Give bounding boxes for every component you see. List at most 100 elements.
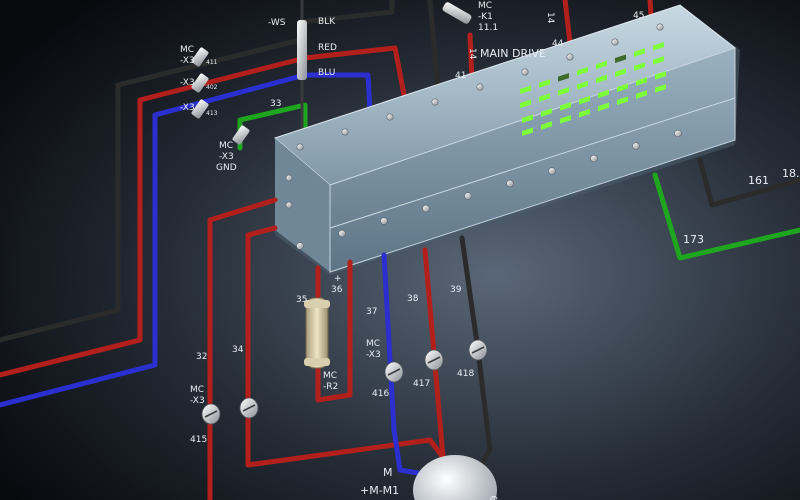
label-173: 173 — [683, 233, 704, 246]
label-gnd-x3: -X3 — [219, 152, 234, 162]
label-main-drive: MAIN DRIVE — [480, 47, 546, 60]
label-411: 411 — [206, 59, 218, 66]
label-38: 38 — [407, 294, 419, 304]
led-indicator — [615, 68, 626, 78]
terminal-screw — [548, 167, 556, 175]
label-39: 39 — [450, 285, 462, 295]
wire-37 — [381, 252, 433, 478]
led-indicator — [655, 71, 666, 80]
label-35: 35 — [296, 295, 307, 305]
module-edge-line — [329, 97, 736, 229]
led-indicator — [596, 74, 607, 84]
label-33: 33 — [270, 99, 281, 109]
terminal-screw — [521, 68, 529, 76]
label-45: 45 — [633, 11, 644, 21]
wire-39 — [459, 235, 493, 473]
led-indicator — [558, 87, 569, 96]
label-37: 37 — [366, 307, 377, 317]
led-indicator — [541, 121, 552, 130]
terminal-screw — [296, 143, 304, 151]
label-ws: -WS — [268, 18, 286, 28]
left-connectors — [191, 2, 472, 145]
led-indicator — [653, 42, 664, 51]
led-indicator — [634, 48, 645, 57]
label-blu: BLU — [318, 68, 335, 78]
label-418: 418 — [457, 369, 474, 379]
label-14b: 14 — [545, 12, 555, 24]
led-indicator — [577, 66, 588, 76]
led-indicator — [522, 127, 533, 137]
terminal-screw — [296, 242, 304, 250]
terminal-screw — [285, 174, 293, 182]
label-plus: + — [334, 274, 342, 284]
label-161: 161 — [748, 174, 769, 187]
wire-blue-left — [0, 72, 373, 408]
terminal-clips — [201, 339, 488, 425]
label-413: 413 — [206, 110, 218, 117]
terminal-screw — [341, 128, 349, 136]
label-mid-mc: MC — [366, 339, 380, 349]
led-indicator — [579, 95, 590, 105]
label-k1-val: 11.1 — [478, 23, 498, 33]
terminal-screw — [464, 192, 472, 200]
led-indicator — [636, 77, 647, 86]
wire-clip — [424, 349, 444, 371]
label-mc-a: MC — [180, 45, 194, 55]
label-417: 417 — [413, 379, 430, 389]
wire-34 — [245, 225, 448, 468]
label-34: 34 — [232, 345, 244, 355]
wire-red-left — [0, 45, 408, 378]
terminal-screw — [632, 142, 640, 150]
led-indicator — [520, 99, 531, 109]
motor-m1 — [413, 455, 497, 500]
led-indicator — [560, 115, 571, 124]
led-indicator — [522, 114, 533, 124]
led-indicator — [634, 62, 645, 71]
module-side-face — [275, 138, 330, 272]
wire-clip — [239, 397, 259, 419]
label-r2: -R2 — [323, 382, 338, 392]
led-indicator — [596, 60, 607, 70]
led-indicator — [598, 89, 609, 99]
label-motor-m: M — [383, 466, 393, 479]
resistor-body — [305, 297, 329, 369]
k1-switch — [442, 2, 472, 24]
label-44: 44 — [552, 39, 564, 49]
led-indicator — [615, 54, 626, 64]
connector-402 — [191, 73, 209, 93]
connector-411 — [191, 47, 209, 67]
control-module — [273, 4, 740, 275]
clip-slot — [204, 410, 218, 418]
led-indicator — [617, 96, 628, 106]
label-32: 32 — [196, 352, 207, 362]
resistor-r2 — [304, 297, 330, 369]
led-indicator — [558, 73, 569, 82]
wire-173 — [652, 172, 800, 261]
terminal-screw — [386, 113, 394, 121]
led-indicator — [539, 93, 550, 102]
led-indicator — [520, 85, 531, 95]
label-left-mc: MC — [190, 385, 204, 395]
terminal-screw — [674, 129, 682, 138]
led-indicator — [636, 90, 647, 99]
led-array — [520, 42, 666, 137]
terminal-screw — [590, 154, 598, 163]
clip-slot — [427, 356, 441, 364]
terminal-screw — [611, 38, 619, 46]
label-415: 415 — [190, 435, 207, 445]
label-left-x3: -X3 — [190, 396, 205, 406]
label-x3-b: -X3 — [180, 78, 195, 88]
terminal-screw — [506, 179, 514, 188]
terminal-screw — [476, 83, 484, 91]
label-x3-a: -X3 — [180, 56, 195, 66]
label-36: 36 — [331, 285, 343, 295]
label-gnd-mc: MC — [219, 141, 233, 151]
terminal-screw — [338, 229, 346, 238]
terminal-screw — [285, 201, 293, 209]
label-mid-x3: -X3 — [366, 350, 381, 360]
led-indicator — [655, 84, 666, 93]
right-wires — [652, 157, 800, 261]
wire-clip — [468, 339, 488, 361]
clip-slot — [471, 346, 485, 354]
